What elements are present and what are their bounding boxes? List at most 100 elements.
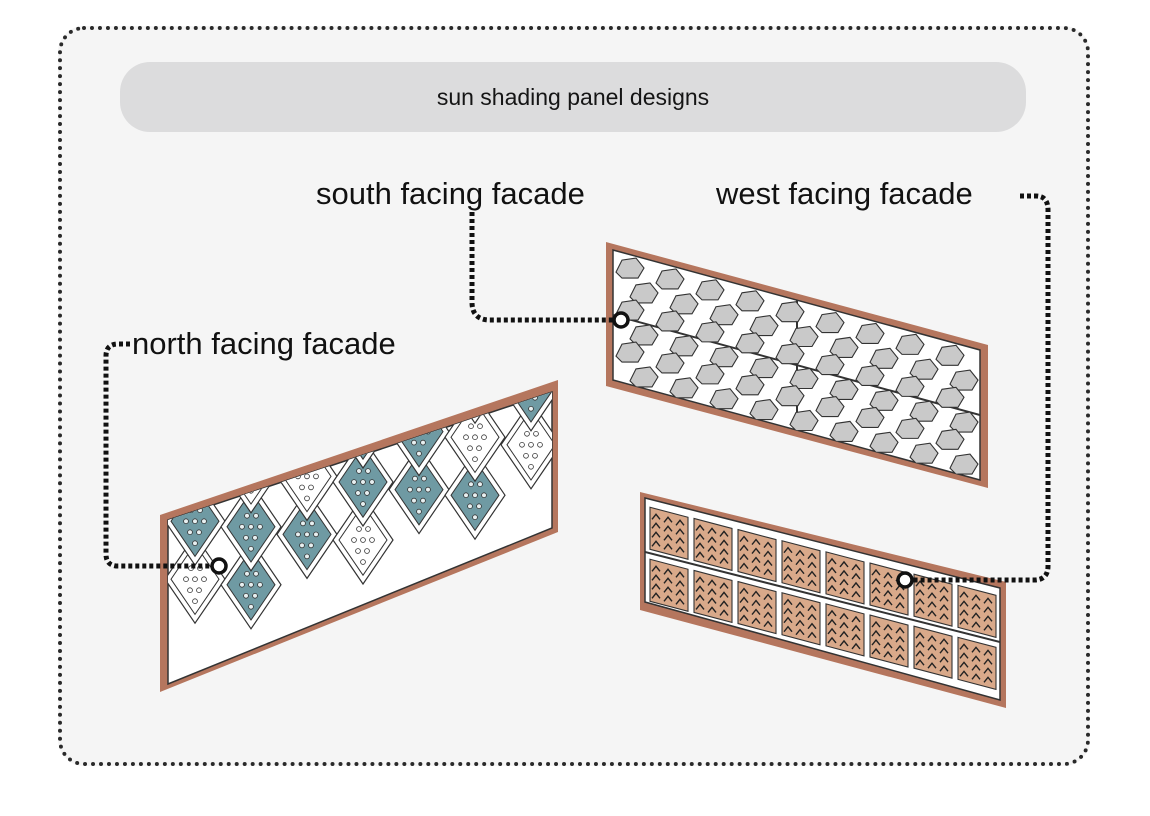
south-louvre xyxy=(935,344,965,366)
north-teal-tile xyxy=(282,392,332,455)
west-chevron xyxy=(983,658,993,665)
west-chevron xyxy=(663,543,673,550)
west-chevron xyxy=(739,535,749,543)
west-chevron xyxy=(807,604,817,612)
west-chevron xyxy=(675,528,685,535)
west-chevron xyxy=(915,607,925,614)
west-chevron xyxy=(915,580,925,587)
west-chevron xyxy=(939,595,949,602)
north-perforation xyxy=(197,449,203,456)
west-chevron xyxy=(719,557,729,564)
north-perforation xyxy=(304,553,310,560)
south-louvre xyxy=(775,301,805,323)
north-perforation xyxy=(253,570,259,577)
west-chevron xyxy=(851,590,861,598)
north-perforation xyxy=(523,452,529,459)
north-perforation xyxy=(476,503,482,510)
north-perforation xyxy=(295,415,301,422)
west-chevron xyxy=(971,621,981,628)
north-perforation xyxy=(408,371,413,376)
west-chevron xyxy=(719,539,729,546)
west-chevron xyxy=(719,600,729,607)
west-chevron xyxy=(959,600,969,607)
west-chevron xyxy=(915,632,925,639)
north-perforation xyxy=(196,587,202,593)
west-chevron xyxy=(663,586,673,593)
west-chevron xyxy=(763,620,773,628)
north-perforation xyxy=(248,603,254,610)
north-perforation xyxy=(201,460,207,467)
west-chevron xyxy=(839,630,849,638)
west-chevron xyxy=(883,580,893,588)
north-perforation xyxy=(244,512,250,519)
north-perforation xyxy=(188,449,194,456)
west-chevron xyxy=(983,615,993,622)
north-perforation xyxy=(529,384,534,389)
north-diamond-cell xyxy=(168,418,226,509)
west-chevron xyxy=(663,534,673,541)
west-chevron xyxy=(851,642,861,650)
north-perforation xyxy=(309,404,315,411)
west-chevron xyxy=(851,615,861,623)
west-panel xyxy=(640,492,1006,708)
west-chevron xyxy=(927,610,937,617)
west-chevron xyxy=(927,592,937,599)
west-chevron xyxy=(739,605,749,613)
north-perforation xyxy=(421,382,426,387)
west-chevron xyxy=(983,597,993,604)
west-chevron xyxy=(739,544,749,552)
leader-line-north xyxy=(103,341,212,569)
north-perforation xyxy=(417,349,422,354)
north-perforation xyxy=(426,371,431,376)
west-chevron xyxy=(807,622,817,630)
west-chevron xyxy=(839,569,849,577)
north-perforation xyxy=(365,526,371,532)
west-chevron xyxy=(695,603,705,610)
north-perforation xyxy=(529,304,534,309)
west-chevron xyxy=(707,545,717,552)
north-perforation xyxy=(520,384,525,389)
north-perforation xyxy=(252,534,258,541)
west-chevron xyxy=(971,646,981,653)
north-perforation xyxy=(360,421,366,427)
west-chevron xyxy=(807,613,817,621)
north-perforation xyxy=(532,452,538,459)
west-chevron xyxy=(883,632,893,640)
north-perforation xyxy=(360,479,366,485)
west-chevron xyxy=(883,571,893,579)
west-chevron xyxy=(915,598,925,605)
west-chevron xyxy=(883,650,893,658)
north-perforation xyxy=(360,537,366,543)
west-chevron xyxy=(883,598,893,606)
leader-marker-south xyxy=(612,311,630,329)
west-chevron xyxy=(983,667,993,674)
north-perforation xyxy=(257,465,263,472)
west-panel-face xyxy=(644,497,1001,701)
west-chevron xyxy=(871,647,881,655)
west-chevron xyxy=(959,670,969,677)
south-louvre xyxy=(655,310,685,332)
north-perforation xyxy=(248,443,254,450)
north-perforation xyxy=(482,377,487,382)
west-chevron xyxy=(839,612,849,620)
west-chevron xyxy=(851,581,861,589)
west-chevron xyxy=(915,641,925,648)
south-row-divider xyxy=(613,314,980,416)
south-louvre xyxy=(655,268,685,290)
west-chevron xyxy=(795,601,805,609)
south-panel xyxy=(606,242,988,488)
north-perforation xyxy=(243,476,249,483)
north-perforation xyxy=(187,587,193,593)
north-perforation xyxy=(304,415,310,422)
west-chevron xyxy=(651,565,661,572)
north-perforation xyxy=(476,445,482,452)
west-chevron xyxy=(915,650,925,657)
north-lattice-tile xyxy=(506,408,552,481)
west-chevron xyxy=(939,647,949,654)
west-chevron xyxy=(651,531,661,538)
north-perforation xyxy=(472,434,478,441)
north-perforation xyxy=(472,456,478,463)
north-diamond-cell xyxy=(501,285,561,373)
north-perforation xyxy=(411,439,417,446)
north-perforation xyxy=(196,471,202,478)
